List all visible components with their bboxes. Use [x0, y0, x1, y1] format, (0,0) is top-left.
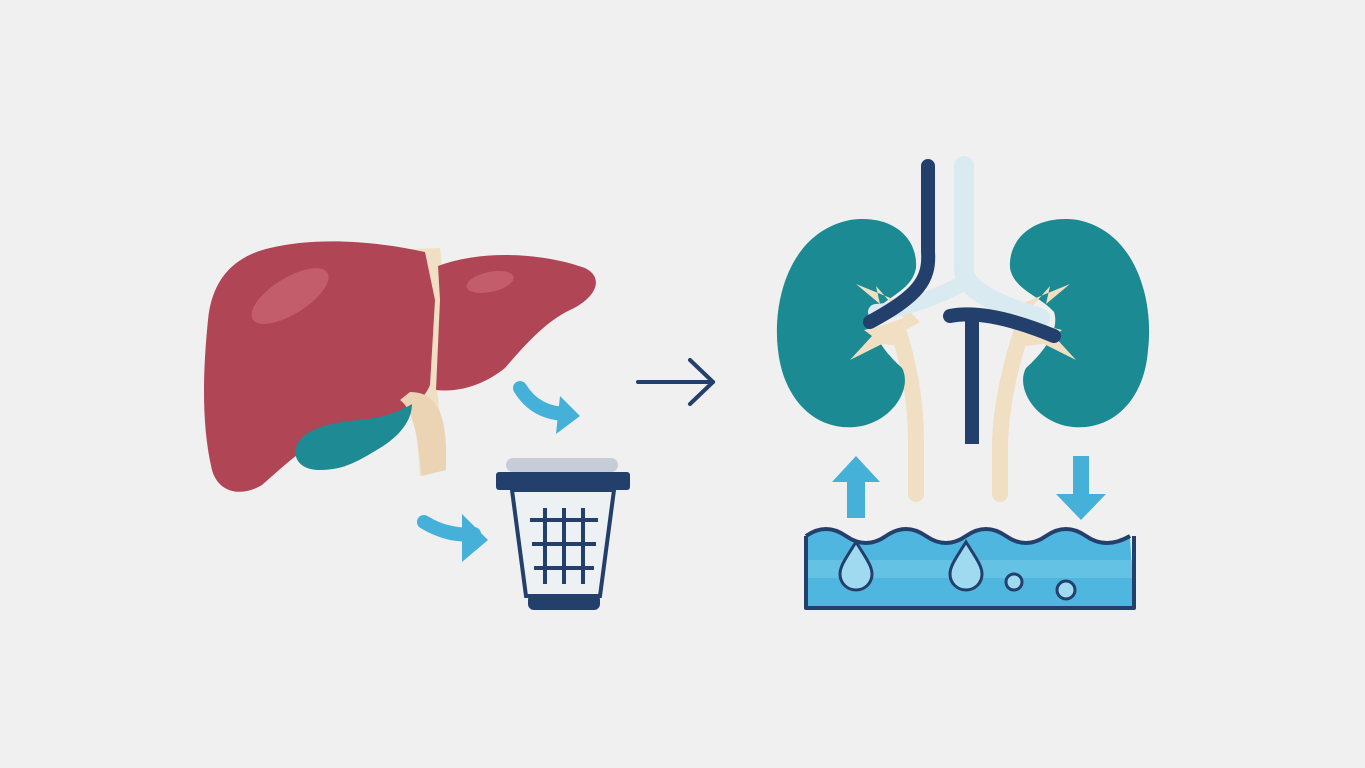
right-arrow-icon: [636, 358, 715, 406]
curved-arrow-icon: [513, 381, 580, 434]
down-arrow-head: [1056, 494, 1106, 520]
liver-icon: [204, 241, 596, 492]
aorta-branch: [943, 307, 1061, 343]
liver-highlight-main: [251, 268, 329, 324]
curved-arrow-icon: [417, 514, 488, 562]
right-kidney: [1009, 219, 1150, 428]
down-arrow-shaft: [1073, 456, 1089, 496]
water-droplet-icon: [838, 539, 874, 592]
kidneys-icon: [776, 156, 1150, 502]
filter-cup-lid: [496, 472, 630, 490]
left-renal-pelvis: [850, 284, 920, 360]
filter-cup-mesh: [530, 508, 598, 584]
liver-highlight-small: [466, 271, 514, 293]
right-ureter: [992, 322, 1030, 502]
down-arrow-icon: [1056, 456, 1106, 520]
water-bubble-icon: [1004, 572, 1024, 592]
water-surface-wave: [804, 527, 1132, 545]
gallbladder-icon: [295, 404, 412, 470]
filter-cup-base: [528, 594, 600, 610]
water-basin-icon: [804, 527, 1136, 610]
up-arrow-icon: [832, 456, 880, 518]
filter-cup-lid-top: [506, 458, 618, 472]
left-kidney: [776, 219, 917, 428]
filter-cup-icon: [496, 458, 630, 610]
up-arrow-head: [832, 456, 880, 482]
light-blue-vessel: [954, 156, 1050, 328]
water-droplet-icon: [948, 539, 984, 592]
curved-arrow-top-head: [556, 396, 580, 434]
water-basin-outline: [804, 536, 1136, 610]
curved-arrow-bottom-head: [462, 514, 488, 562]
aorta-vessel: [863, 159, 936, 329]
water-bubble-icon: [1055, 579, 1077, 601]
liver-lower-tissue: [400, 392, 447, 476]
up-arrow-shaft: [847, 478, 865, 518]
